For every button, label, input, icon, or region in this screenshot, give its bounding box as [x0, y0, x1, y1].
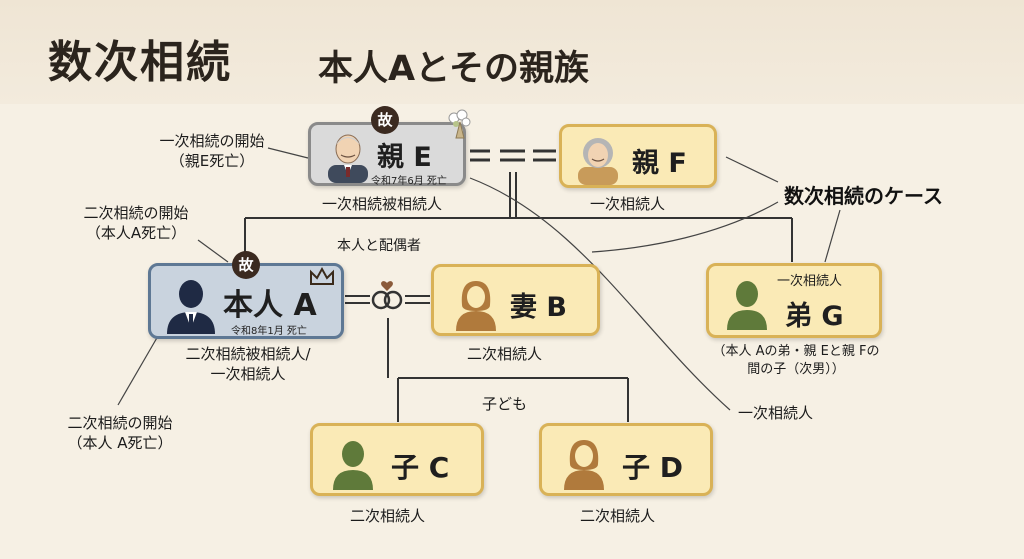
person-d-box: 子 D — [539, 423, 713, 496]
a-role-line-2: 一次相続人 — [210, 365, 286, 383]
person-c-name: 子 C — [391, 451, 450, 484]
e-role-label: 一次相続被相続人 — [322, 195, 443, 213]
page-title: 数次相続 — [48, 37, 232, 88]
person-b-box: 妻 B — [431, 264, 600, 336]
person-f-box: 親 F — [559, 124, 717, 188]
person-a-death-date: 令和8年1月 死亡 — [231, 326, 307, 337]
second-start-top-line-2: （本人A死亡） — [85, 224, 187, 242]
a-role-line-1: 二次相続被相続人/ — [185, 345, 311, 363]
pointer-first-start — [267, 147, 309, 159]
second-start-top-label: 二次相続の開始 （本人A死亡） — [66, 203, 206, 243]
pointer-case — [591, 201, 779, 253]
wedding-rings-icon — [371, 290, 403, 310]
children-label: 子ども — [482, 395, 528, 413]
c-role-label: 二次相続人 — [350, 507, 426, 525]
person-g-top-note: 一次相続人 — [777, 274, 843, 289]
person-e-name: 親 E — [377, 142, 432, 173]
pointer-case — [824, 209, 841, 263]
f-role-label: 一次相続人 — [590, 195, 666, 213]
a-role-label: 二次相続被相続人/ 一次相続人 — [166, 344, 330, 384]
person-f-name: 親 F — [632, 148, 687, 179]
person-e-death-date: 令和7年6月 死亡 — [371, 176, 447, 187]
b-role-label: 二次相続人 — [467, 345, 543, 363]
g-note-line-1: （本人 Aの弟・親 Eと親 Fの — [712, 344, 880, 359]
man-icon — [727, 281, 767, 330]
man-icon — [333, 441, 373, 490]
second-start-top-line-1: 二次相続の開始 — [83, 204, 189, 222]
elderly-woman-icon — [578, 138, 618, 185]
heart-icon — [381, 281, 393, 291]
case-label: 数次相続のケース — [784, 184, 943, 208]
person-g-name: 弟 G — [785, 301, 844, 332]
first-start-line-2: （親E死亡） — [169, 152, 255, 170]
person-b-name: 妻 B — [510, 292, 567, 323]
deceased-badge-a: 故 — [232, 251, 260, 279]
spouse-label: 本人と配偶者 — [337, 238, 421, 254]
pointer-first-heir — [469, 177, 731, 411]
flower-bouquet-icon — [448, 109, 471, 139]
man-in-suit-icon — [167, 280, 215, 334]
pointer-case — [725, 156, 779, 183]
g-note-line-2: 間の子（次男）） — [747, 362, 845, 377]
person-g-box: 一次相続人 弟 G — [706, 263, 882, 338]
first-start-line-1: 一次相続の開始 — [159, 132, 265, 150]
second-start-bottom-line-1: 二次相続の開始 — [67, 414, 173, 432]
person-a-name: 本人 A — [223, 288, 317, 323]
woman-icon — [564, 440, 604, 490]
pointer-second-start-top — [197, 239, 229, 263]
page-subtitle: 本人Aとその親族 — [318, 49, 590, 89]
first-start-label: 一次相続の開始 （親E死亡） — [148, 131, 276, 171]
d-role-label: 二次相続人 — [580, 507, 656, 525]
elderly-man-icon — [328, 134, 368, 183]
header-band — [0, 0, 1024, 104]
first-heir-pointer-label: 一次相続人 — [738, 404, 814, 422]
person-c-box: 子 C — [310, 423, 484, 496]
woman-icon — [456, 281, 496, 331]
person-d-name: 子 D — [622, 451, 683, 484]
pointer-second-start-bottom — [117, 335, 159, 406]
g-note-label: （本人 Aの弟・親 Eと親 Fの 間の子（次男）） — [698, 343, 894, 379]
deceased-badge-e: 故 — [371, 106, 399, 134]
second-start-bottom-line-2: （本人 A死亡） — [67, 434, 173, 452]
crown-icon — [310, 266, 334, 285]
second-start-bottom-label: 二次相続の開始 （本人 A死亡） — [50, 413, 190, 453]
